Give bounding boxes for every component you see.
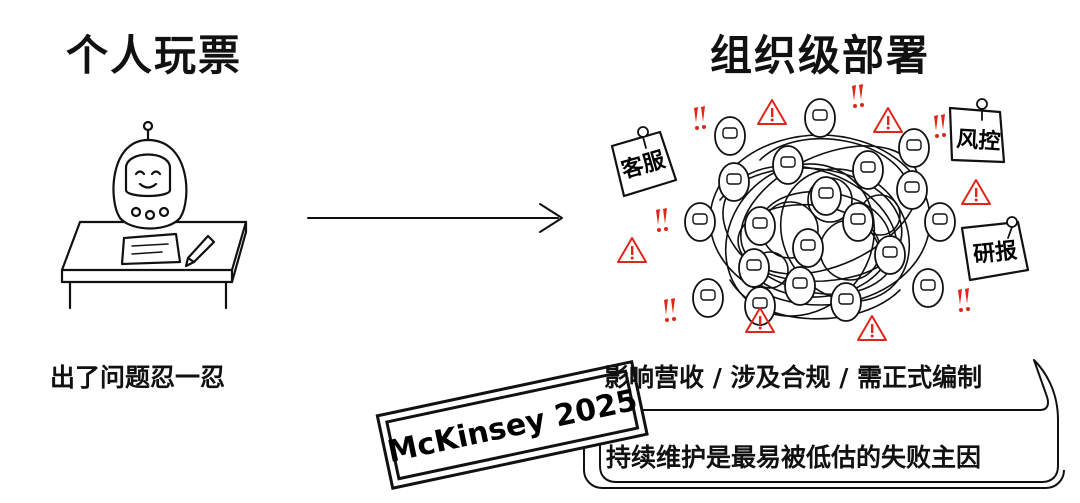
note-label-fengkong: 风控 (956, 126, 1002, 155)
exclamation-icon (656, 84, 970, 322)
bubble-text: 持续维护是最易被低估的失败主因 (606, 443, 982, 472)
sticky-note-yanbao (960, 220, 1030, 282)
robot-icon (112, 120, 188, 230)
pushpin-icon (637, 98, 1018, 239)
left-caption: 出了问题忍一忍 (50, 363, 226, 392)
note-label-yanbao: 研报 (972, 239, 1018, 268)
robot-icon (684, 98, 956, 326)
right-title: 组织级部署 (710, 31, 931, 80)
pencil-icon (184, 234, 216, 268)
sticky-note-fengkong (948, 106, 1006, 164)
left-title: 个人玩票 (66, 31, 243, 80)
warning-mark-dots (630, 108, 978, 338)
arrow-right-icon (307, 203, 563, 233)
right-caption: 影响营收 / 涉及合规 / 需正式编制 (604, 363, 983, 392)
warning-triangle-icon (617, 99, 991, 341)
desk-icon (60, 220, 248, 310)
paper-icon (120, 232, 182, 266)
